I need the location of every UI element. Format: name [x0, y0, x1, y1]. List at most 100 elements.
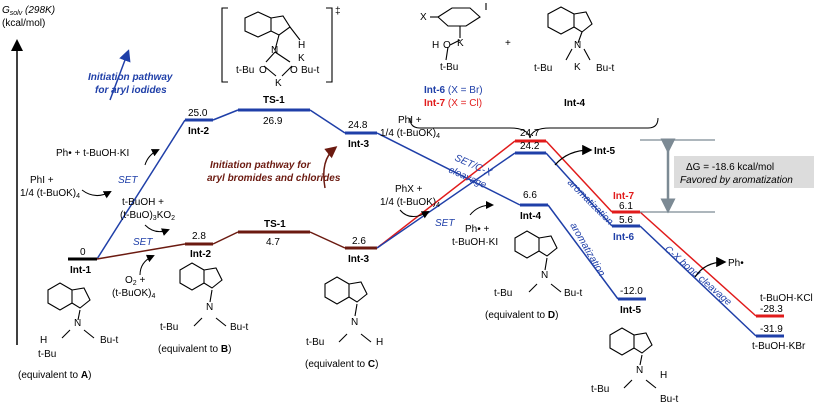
blue-pathway: [96, 108, 646, 301]
int5-tbu: t-Bu: [591, 384, 609, 395]
int7-legend: Int-7 (X = Cl): [424, 98, 482, 109]
ts-k2: K: [275, 78, 282, 89]
ph-kl2-label-2: t-BuOH·KI: [452, 237, 498, 248]
eq-b-label: (equivalent to B): [158, 344, 231, 355]
b-n: N: [206, 302, 213, 313]
eq-a-label: (equivalent to A): [18, 370, 91, 381]
brown-pathway: [96, 230, 377, 260]
ts-o1: O: [259, 65, 267, 76]
int6-legend: Int-6 (X = Br): [424, 85, 483, 96]
value-ts1-blue: 26.9: [263, 116, 283, 127]
value-end-red: -28.3: [760, 304, 783, 315]
c-n: N: [351, 317, 358, 328]
label-int5: Int-5: [620, 305, 642, 316]
int4-struct-label: Int-4: [564, 98, 586, 109]
int5-but: Bu-t: [660, 394, 679, 405]
b-tbu: t-Bu: [160, 322, 178, 333]
title-iodide-1: Initiation pathway: [88, 72, 173, 83]
int4-tbu: t-Bu: [534, 63, 552, 74]
arrow-phx: [399, 209, 430, 219]
eq-d-label: (equivalent to D): [485, 310, 558, 321]
ph-kl2-label-1: Ph• +: [465, 224, 490, 235]
a-h: H: [40, 335, 47, 346]
title-bromide-2: aryl bromides and chlorides: [207, 173, 341, 184]
phx-label-1: PhX +: [395, 184, 423, 195]
label-int3-blue: Int-3: [348, 139, 370, 150]
int4-k: K: [574, 62, 581, 73]
value-int4: 6.6: [523, 190, 537, 201]
ph-kl-label: Ph• + t-BuOH·KI: [56, 148, 129, 159]
aromatization-2: aromatization: [567, 221, 607, 279]
arrow-o2: [139, 254, 155, 276]
arrow-int5: [554, 144, 593, 166]
label-int6: Int-6: [613, 232, 635, 243]
label-int1: Int-1: [70, 265, 92, 276]
set-label-2: SET: [133, 237, 153, 248]
blue-pathway-br: [376, 151, 784, 338]
b-but: Bu-t: [230, 322, 249, 333]
phi-label-2: 1/4 (t-BuOK)4: [20, 188, 80, 200]
eq-c-label: (equivalent to C): [305, 359, 378, 370]
d-but: Bu-t: [564, 288, 583, 299]
int4-structure: [547, 6, 593, 61]
arrow-ph-kl: [144, 149, 160, 166]
tbuoh-label-1: t-BuOH +: [122, 197, 164, 208]
arx-plus: +: [505, 38, 511, 49]
struct-b: [179, 262, 227, 327]
tbuoh-kcl-label: t-BuOH·KCl: [760, 293, 813, 304]
title-iodide-2: for aryl iodides: [95, 85, 167, 96]
ts-o2: O: [290, 65, 298, 76]
value-int3-brown: 2.6: [352, 236, 366, 247]
ts-tbu: t-Bu: [236, 65, 254, 76]
label-int2-blue: Int-2: [188, 126, 210, 137]
struct-int5: [609, 327, 657, 389]
set-label-1: SET: [118, 175, 138, 186]
top-brace: [409, 117, 659, 139]
int4-n: N: [574, 40, 581, 51]
arrow-phi-1: [81, 189, 112, 199]
value-end-blue: -31.9: [760, 324, 783, 335]
arx-k: K: [457, 38, 464, 49]
struct-d: [514, 230, 562, 293]
ts-k1: K: [298, 53, 305, 64]
struct-a: [47, 282, 95, 339]
arrow-ph-kl2: [469, 201, 494, 216]
tbuoh-kbr-label: t-BuOH·KBr: [752, 341, 806, 352]
value-peak-red: 24.7: [520, 128, 540, 139]
arx-tbu: t-Bu: [440, 62, 458, 73]
arrow-ph-dot: [694, 256, 727, 278]
value-int7: 6.1: [619, 201, 633, 212]
value-int2-brown: 2.8: [192, 231, 206, 242]
value-ts1-brown: 4.7: [266, 237, 280, 248]
arx-h: H: [432, 40, 439, 51]
int5-h: H: [660, 370, 667, 381]
label-ts1-brown: TS-1: [264, 219, 286, 230]
cx-bond-label: C-X bond cleavage: [662, 244, 734, 308]
y-axis-unit: (kcal/mol): [2, 18, 45, 29]
red-pathway: [376, 139, 784, 318]
y-axis-label: Gsolv (298K): [2, 5, 55, 17]
set-label-3: SET: [435, 218, 455, 229]
value-int3-blue: 24.8: [348, 120, 368, 131]
int5-n: N: [636, 365, 643, 376]
delta-g-line2: Favored by aromatization: [680, 175, 793, 186]
int4-but: Bu-t: [596, 63, 615, 74]
value-int2-blue: 25.0: [188, 108, 208, 119]
value-peak-blue: 24.2: [520, 141, 540, 152]
label-int4: Int-4: [520, 211, 542, 222]
o2-label-2: (t-BuOK)4: [112, 288, 155, 300]
int5-top-label: Int-5: [594, 146, 616, 157]
arrow-iodide: [109, 49, 131, 101]
arrow-bromide: [323, 146, 338, 189]
arx-x: X: [420, 12, 427, 23]
a-n: N: [74, 318, 81, 329]
phi-label-1: PhI +: [30, 175, 54, 186]
a-tbu: t-Bu: [38, 349, 56, 360]
c-tbu: t-Bu: [306, 337, 324, 348]
tbuoh-label-2: (t-BuO)3KO2: [120, 210, 175, 222]
ts-but: Bu-t: [301, 65, 320, 76]
value-int6: 5.6: [619, 215, 633, 226]
aromatization-1: aromatization: [565, 177, 616, 228]
struct-c: [324, 276, 372, 343]
